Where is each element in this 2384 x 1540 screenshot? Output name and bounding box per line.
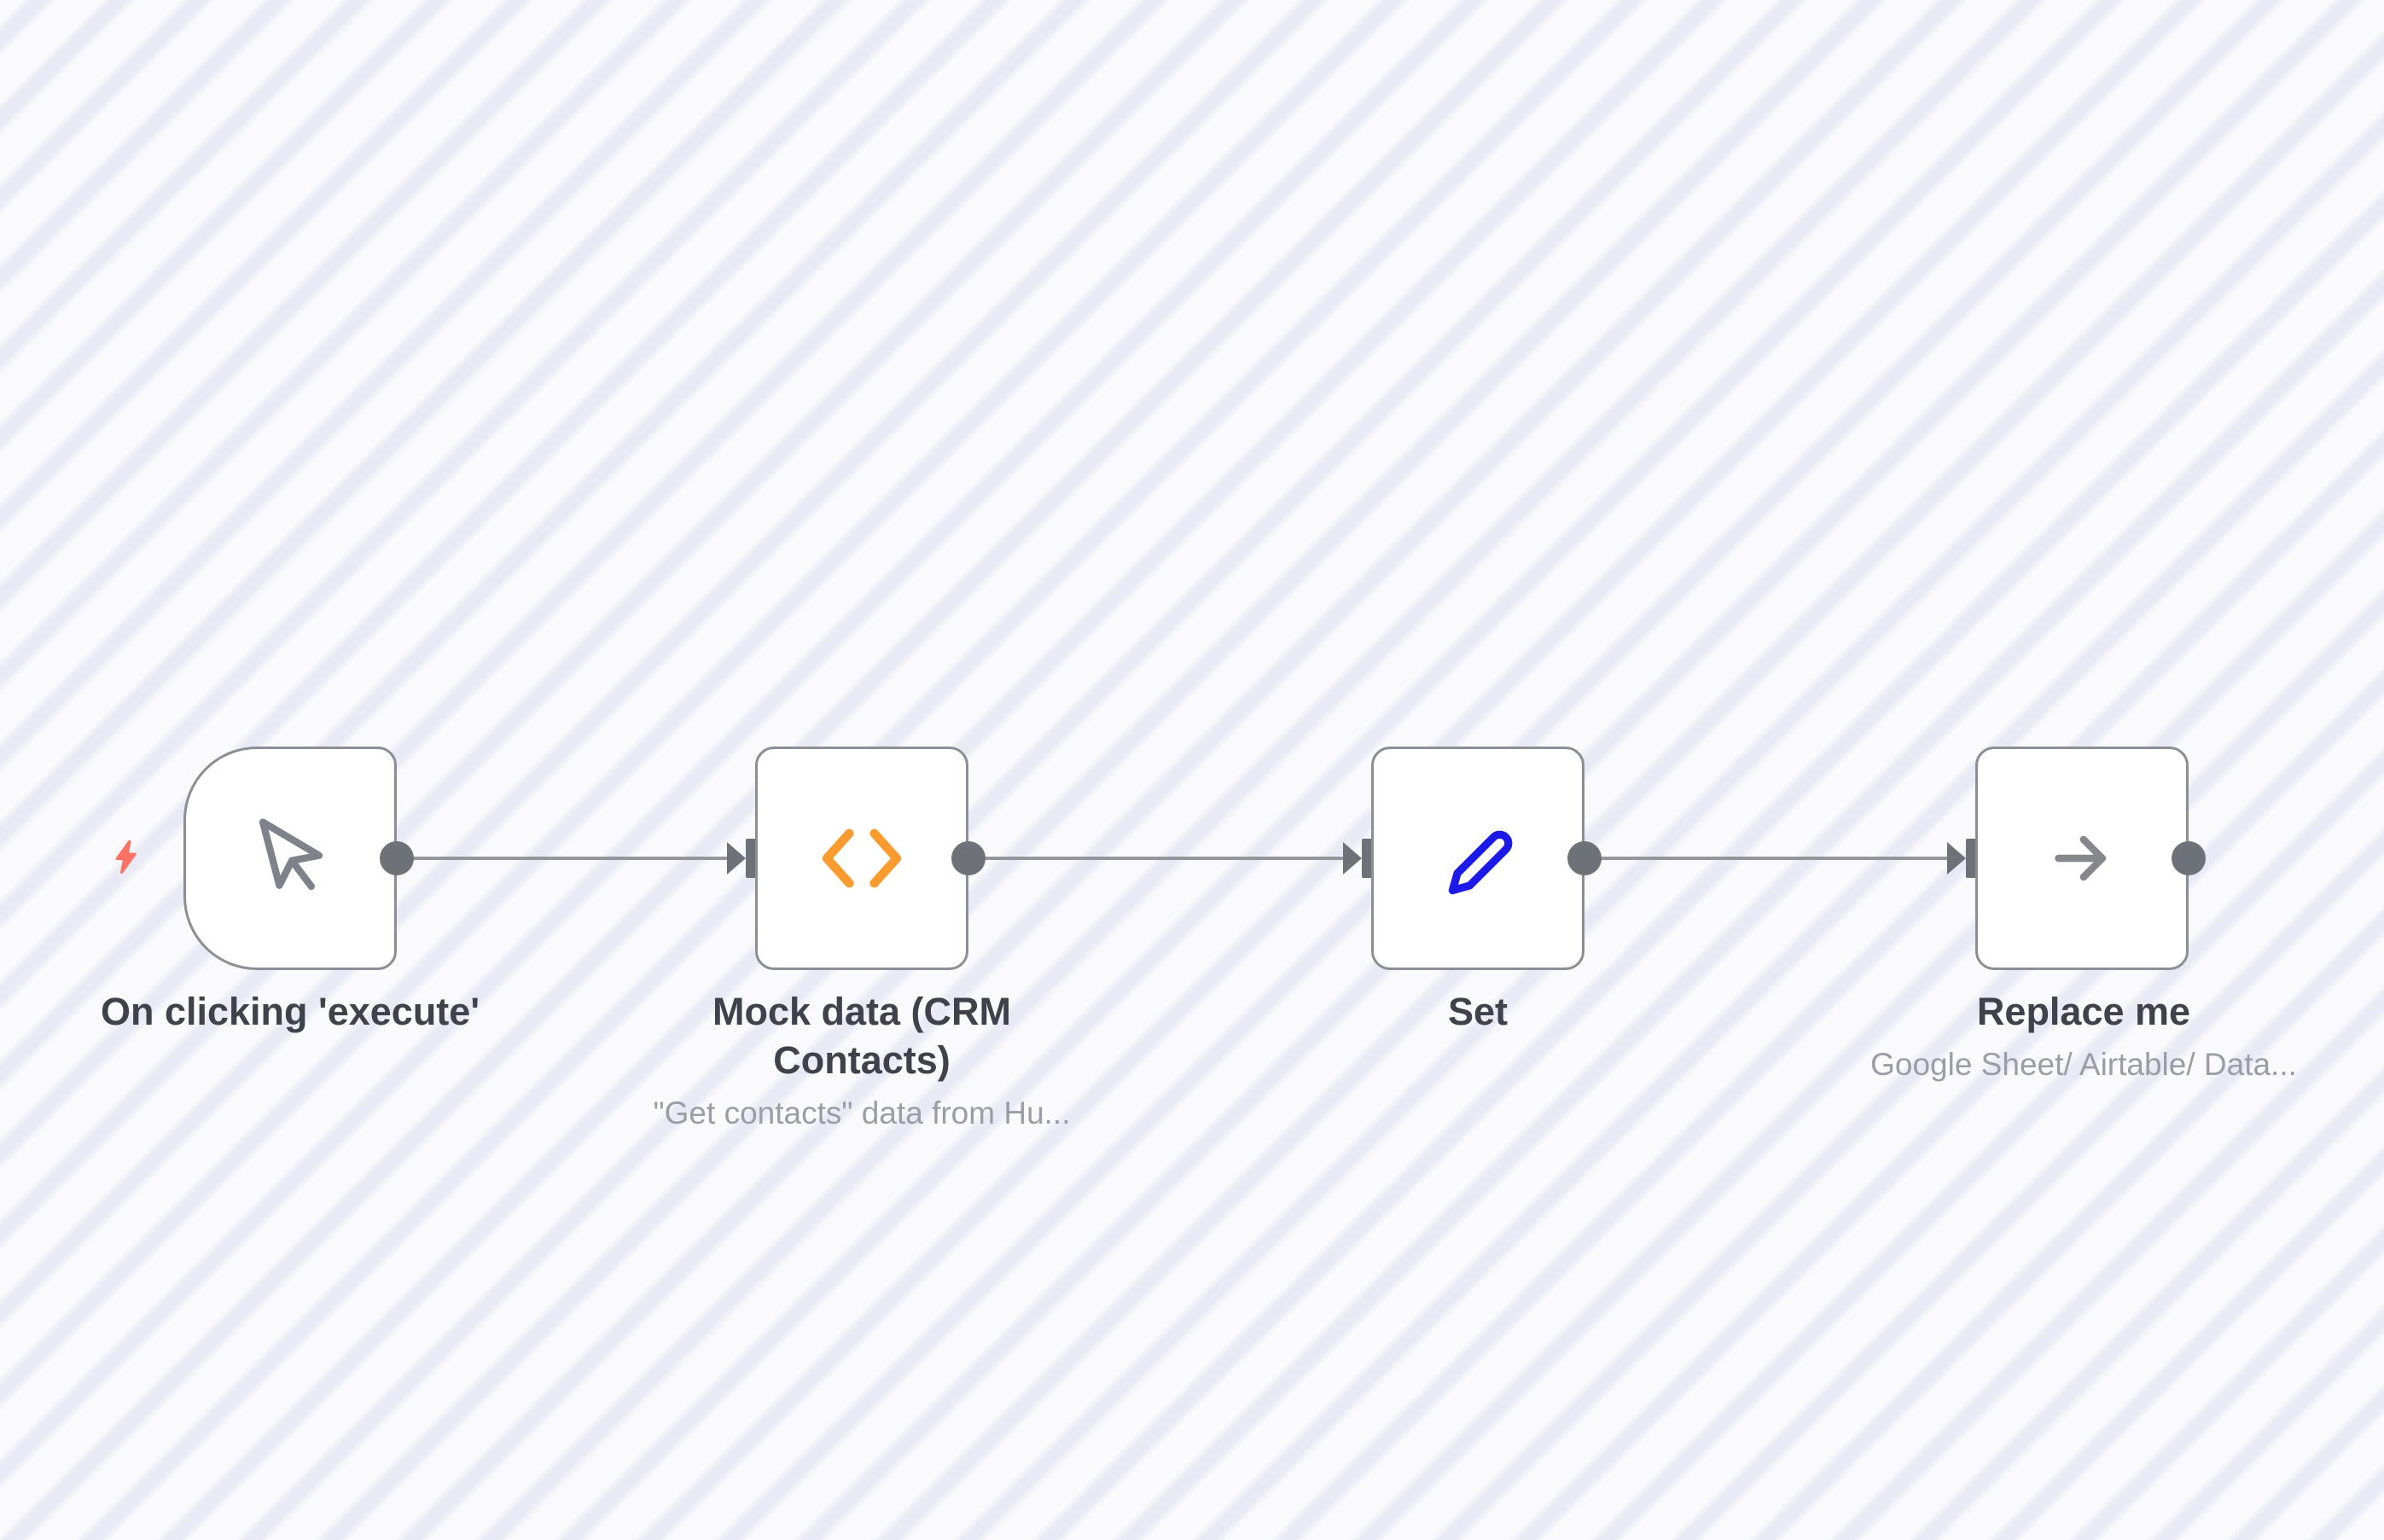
connection-line-3[interactable] — [1584, 857, 1950, 860]
node-label-set: Set — [1205, 987, 1751, 1036]
node-label-mock-data: Mock data (CRM Contacts) "Get contacts" … — [589, 987, 1135, 1132]
node-title: Set — [1447, 990, 1509, 1033]
node-replace-me[interactable] — [1975, 747, 2189, 970]
input-arrow-icon-2 — [727, 842, 746, 875]
arrow-right-icon — [2055, 835, 2107, 881]
lightning-bolt-icon — [115, 840, 137, 874]
mouse-pointer-icon — [259, 818, 323, 891]
node-subtitle: "Get contacts" data from Hu... — [653, 1095, 1071, 1130]
input-arrow-icon-3 — [1343, 842, 1362, 875]
node-set[interactable] — [1371, 747, 1584, 970]
output-endpoint-1[interactable] — [380, 841, 414, 875]
node-title: Replace me — [1976, 990, 2191, 1033]
output-endpoint-2[interactable] — [951, 841, 986, 875]
code-brackets-icon — [822, 828, 902, 888]
output-endpoint-4[interactable] — [2172, 841, 2206, 875]
node-subtitle: Google Sheet/ Airtable/ Data... — [1870, 1047, 2297, 1082]
node-label-on-clicking-execute: On clicking 'execute' — [17, 987, 563, 1036]
pencil-icon — [1448, 830, 1513, 895]
node-title: Mock data (CRM Contacts) — [712, 990, 1012, 1082]
output-endpoint-3[interactable] — [1567, 841, 1602, 875]
node-title: On clicking 'execute' — [100, 990, 480, 1033]
connection-line-2[interactable] — [968, 857, 1346, 860]
node-on-clicking-execute[interactable] — [183, 747, 397, 970]
input-arrow-icon-4 — [1947, 842, 1966, 875]
node-label-replace-me: Replace me Google Sheet/ Airtable/ Data.… — [1811, 987, 2357, 1084]
node-mock-data-crm-contacts[interactable] — [755, 747, 968, 970]
connection-line-1[interactable] — [397, 857, 731, 860]
